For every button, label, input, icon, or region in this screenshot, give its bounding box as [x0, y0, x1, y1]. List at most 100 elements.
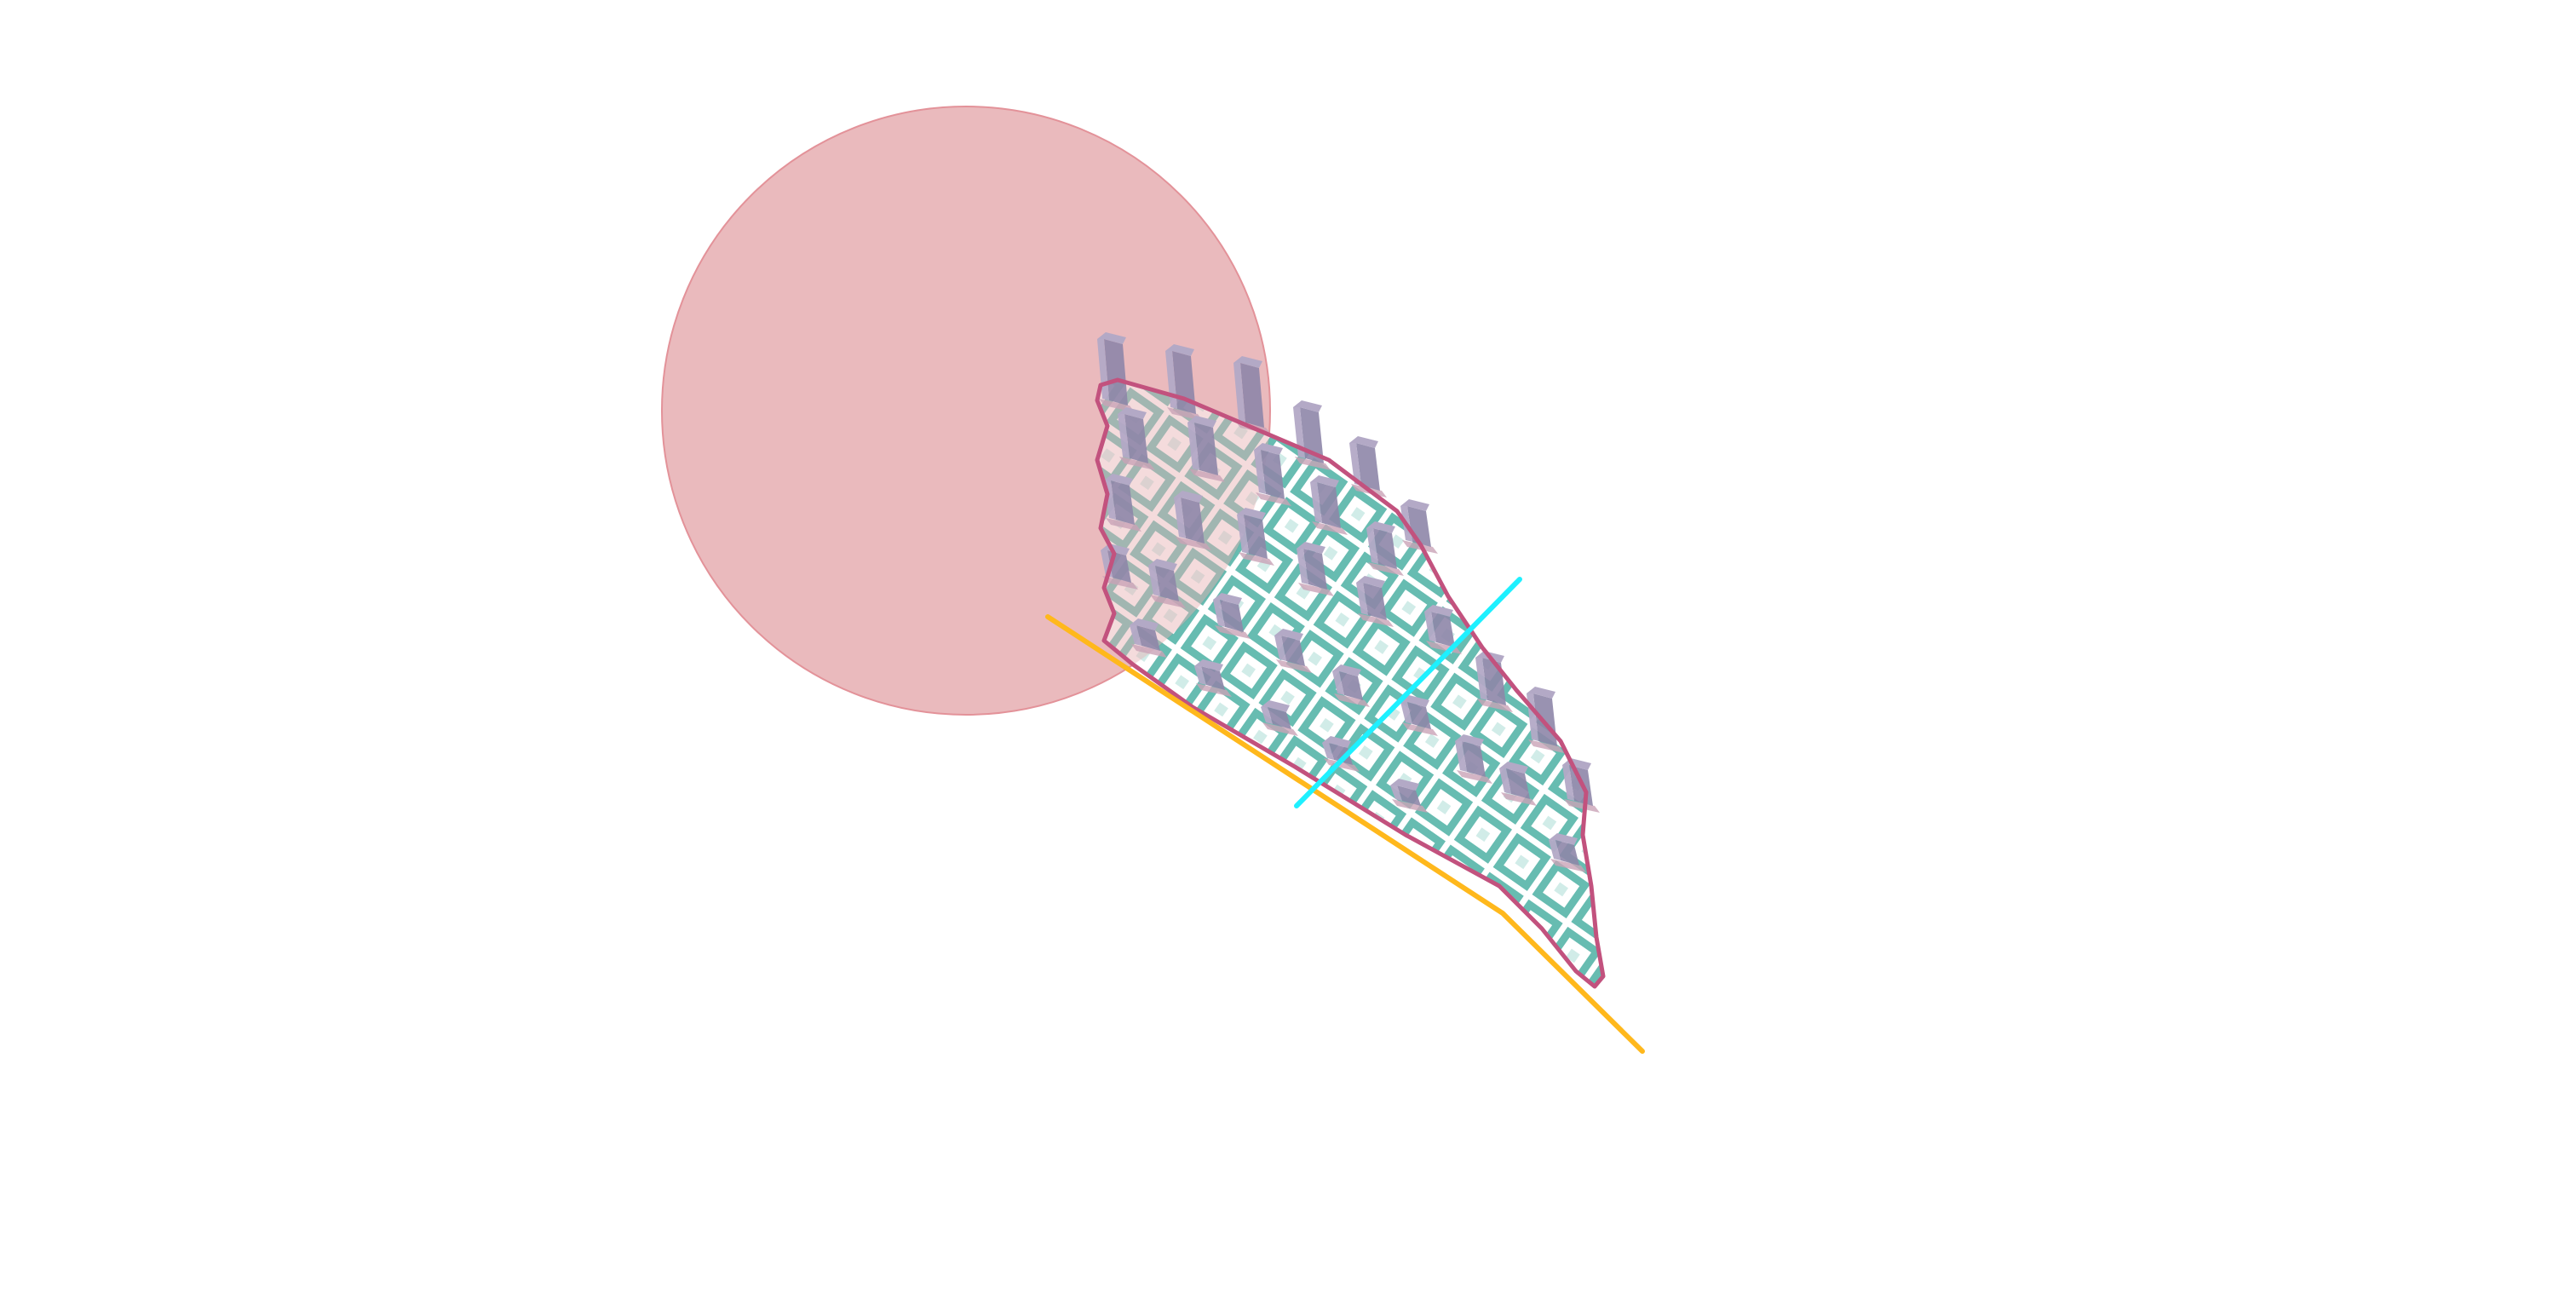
building-side [1356, 443, 1380, 491]
building-roof [1237, 508, 1266, 520]
building-base [1564, 799, 1600, 813]
building-face [1233, 363, 1245, 423]
building-side [1194, 423, 1218, 475]
building-8 [1187, 416, 1225, 482]
building-base [1150, 595, 1186, 608]
building-face [1549, 840, 1561, 860]
building-side [1261, 450, 1285, 499]
building-face [1310, 482, 1322, 523]
building-9 [1254, 443, 1291, 506]
building-base [1106, 518, 1141, 532]
building-face [1274, 636, 1286, 661]
building-34 [1390, 779, 1428, 813]
building-base [1131, 644, 1167, 658]
building-face [1424, 612, 1436, 642]
building-base [1215, 625, 1251, 639]
building-base [1196, 683, 1232, 697]
building-side [1268, 707, 1291, 729]
building-roof [1424, 605, 1453, 617]
building-side [1339, 671, 1363, 700]
building-base [1298, 583, 1334, 596]
building-base [1334, 693, 1370, 707]
building-13 [1174, 491, 1211, 550]
building-face [1400, 702, 1412, 724]
building-face [1213, 600, 1225, 627]
building-face [1322, 743, 1334, 760]
building-side [1104, 339, 1128, 406]
cut-line [1294, 577, 1522, 808]
building-side [1431, 612, 1455, 647]
building-face [1499, 768, 1511, 794]
building-10 [1310, 475, 1348, 535]
building-side [1111, 480, 1135, 525]
building-base [1256, 492, 1291, 506]
building-roof [1400, 499, 1429, 511]
building-24 [1274, 629, 1312, 673]
building-30 [1130, 618, 1167, 658]
building-roof [1194, 659, 1223, 671]
building-face [1356, 583, 1368, 615]
building-roof [1400, 695, 1429, 707]
building-roof [1297, 542, 1325, 554]
building-face [1118, 414, 1130, 458]
building-base [1312, 521, 1348, 535]
building-roof [1174, 491, 1203, 503]
building-side [1373, 528, 1397, 569]
building-roof [1499, 762, 1528, 774]
building-7 [1118, 407, 1155, 470]
building-base [1457, 770, 1492, 784]
building-16 [1356, 576, 1394, 627]
building-face [1455, 741, 1467, 772]
road-line [1045, 614, 1645, 1054]
building-14 [1237, 508, 1274, 566]
building-roof [1130, 618, 1159, 630]
building-face [1349, 443, 1361, 486]
building-roof [1097, 332, 1126, 344]
building-side [1462, 741, 1486, 777]
building-base [1358, 613, 1394, 627]
building-26 [1400, 695, 1438, 736]
building-face [1366, 528, 1378, 564]
building-22 [1148, 559, 1186, 608]
building-side [1555, 840, 1579, 866]
building-31 [1194, 659, 1232, 697]
building-face [1237, 515, 1249, 554]
building-roof [1254, 443, 1283, 455]
building-roof [1213, 593, 1242, 605]
building-side [1201, 666, 1225, 690]
building-roof [1274, 629, 1303, 641]
building-face [1297, 549, 1308, 584]
parcel-boundary [1095, 377, 1606, 989]
building-face [1261, 707, 1273, 724]
building-base [1501, 792, 1537, 806]
building-roof [1104, 474, 1133, 486]
building-roof [1390, 779, 1419, 791]
building-base [1189, 469, 1225, 482]
building-28 [1499, 762, 1537, 806]
building-roof [1549, 833, 1578, 845]
building-roof [1322, 736, 1351, 748]
building-face [1194, 666, 1206, 685]
building-side [1124, 414, 1148, 463]
building-face [1130, 625, 1141, 646]
building-32 [1261, 700, 1298, 736]
building-roof [1261, 700, 1290, 712]
building-roof [1118, 407, 1147, 419]
building-face [1254, 450, 1266, 494]
building-roof [1332, 664, 1361, 676]
building-roof [1349, 436, 1378, 448]
building-11 [1366, 521, 1404, 576]
building-roof [1148, 559, 1177, 571]
building-base [1119, 457, 1155, 470]
building-side [1407, 702, 1431, 729]
building-side [1506, 768, 1530, 799]
building-roof [1293, 400, 1322, 412]
building-base [1324, 758, 1360, 772]
building-23 [1213, 593, 1251, 639]
building-base [1528, 739, 1564, 753]
building-face [1293, 407, 1305, 458]
building-side [1397, 785, 1421, 806]
building-roof [1527, 687, 1555, 699]
building-side [1303, 549, 1327, 590]
building-face [1562, 765, 1574, 801]
